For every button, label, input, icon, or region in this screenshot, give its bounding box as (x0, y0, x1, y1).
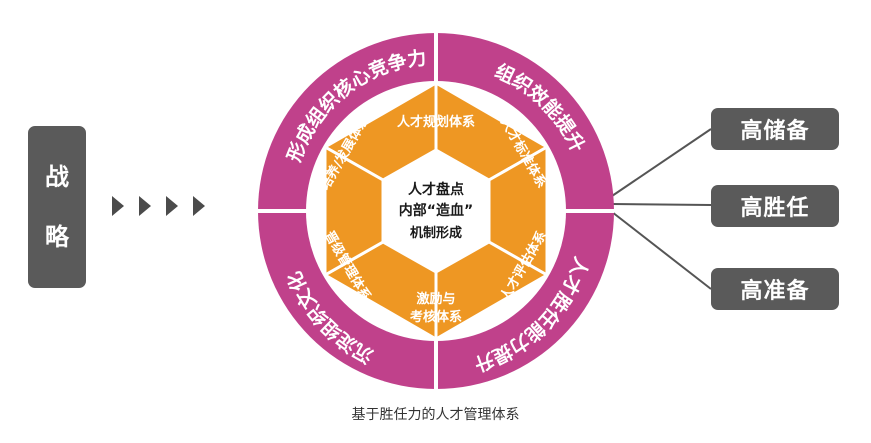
center-line-3: 机制形成 (410, 225, 462, 241)
output-high-readiness: 高准备 (711, 268, 839, 310)
connector-line (611, 128, 712, 197)
arrow-icon (166, 196, 178, 216)
arrow-icon (112, 196, 124, 216)
connector-line (611, 211, 712, 290)
label-incentive-line-2: 考核体系 (410, 309, 462, 325)
arrow-icon (139, 196, 151, 216)
label-talent-planning: 人才规划体系 (397, 114, 475, 130)
label-incentive-line-1: 激励与 (416, 291, 455, 307)
center-line-2: 内部“造血” (399, 202, 473, 219)
strategy-char-1: 战 (45, 163, 69, 191)
arrow-icon (193, 196, 205, 216)
flow-arrows (112, 196, 205, 216)
output-high-reserve: 高储备 (711, 108, 839, 150)
strategy-box: 战 略 (28, 126, 86, 288)
diagram-caption: 基于胜任力的人才管理体系 (351, 407, 520, 423)
strategy-char-2: 略 (45, 223, 69, 251)
center-line-1: 人才盘点 (408, 181, 464, 198)
output-connectors (611, 128, 712, 290)
connector-line (611, 203, 712, 206)
center-hexagon (383, 150, 489, 272)
output-high-competence: 高胜任 (711, 185, 839, 227)
